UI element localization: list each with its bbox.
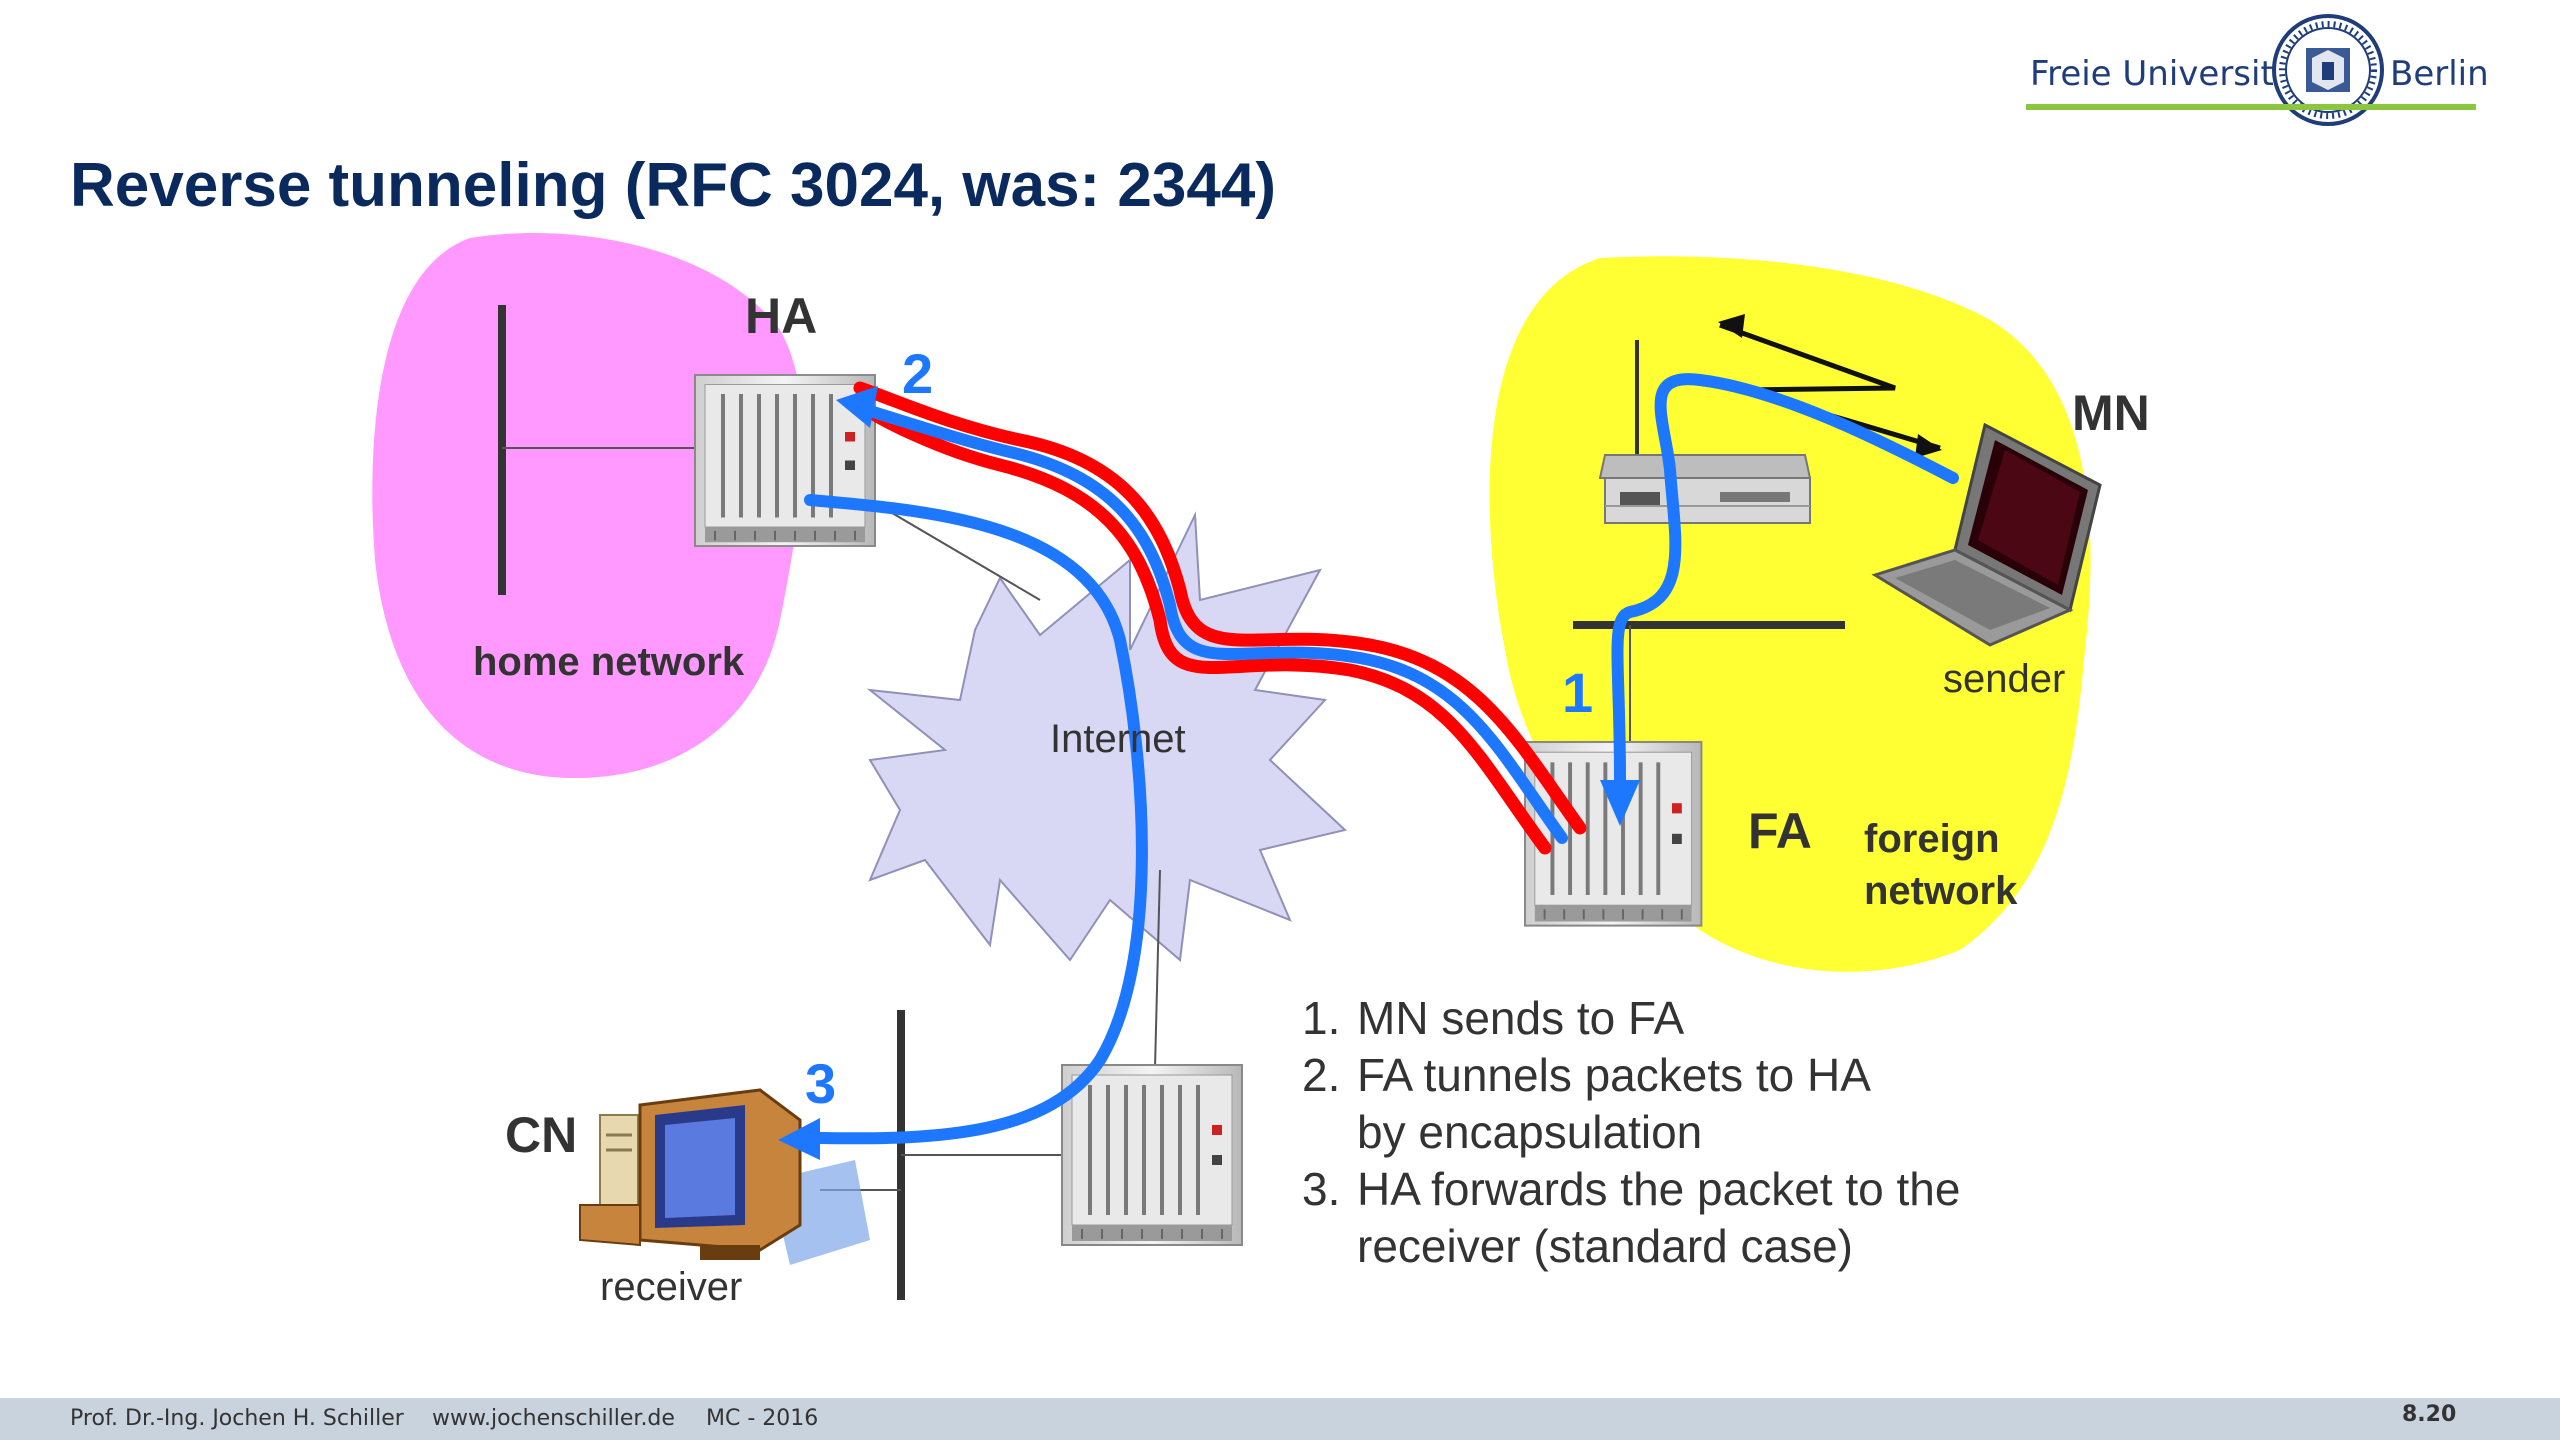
page-number: 8.20 [2402,1402,2457,1427]
step-text: HA forwards the packet to the [1357,1163,1961,1215]
internet-label: Internet [1050,717,1186,761]
step-marker-3: 3 [805,1052,836,1115]
cn-label: CN [505,1107,577,1163]
mn-label: MN [2072,385,2150,441]
router-server-icon [1060,1063,1244,1247]
university-seal-icon [2272,14,2384,126]
home-network-label: home network [473,640,745,684]
ha-label: HA [745,288,817,344]
step-marker-1: 1 [1562,661,1593,724]
step-text: FA tunnels packets to HA [1357,1049,1871,1101]
step-text-continued: receiver (standard case) [1357,1220,1853,1272]
steps-list: 1. MN sends to FA 2. FA tunnels packets … [1302,990,1960,1275]
foreign-network-label-line1: foreign [1864,817,2000,861]
slide-title: Reverse tunneling (RFC 3024, was: 2344) [70,151,1277,220]
logo-text-left: Freie Universität [2030,54,2308,94]
footer-course: MC - 2016 [706,1406,819,1431]
access-point-icon [1598,454,1812,524]
path-ha-to-cn [778,494,1148,1160]
reverse-tunnel [836,381,1587,855]
receiver-label: receiver [600,1265,742,1309]
step-text-continued: by encapsulation [1357,1106,1703,1158]
fa-label: FA [1748,803,1812,859]
step-item-2: 2. FA tunnels packets to HA by encapsula… [1302,1047,1960,1161]
home-network-area [372,232,804,779]
step-number: 1. [1302,992,1341,1044]
step-marker-2: 2 [902,342,933,405]
footer-website: www.jochenschiller.de [432,1406,675,1431]
step-item-3: 3. HA forwards the packet to the receive… [1302,1161,1960,1275]
ha-internet-link [869,499,1041,601]
laptop-icon [1871,422,2102,647]
step-number: 3. [1302,1163,1341,1215]
footer-bar [0,1398,2560,1440]
foreign-network-label-line2: network [1864,869,2018,913]
step-number: 2. [1302,1049,1341,1101]
step-item-1: 1. MN sends to FA [1302,990,1960,1047]
fa-server-icon [1525,742,1701,926]
internet-cloud [866,511,1348,962]
sender-label: sender [1943,657,2065,701]
path-mn-to-fa [1600,373,1959,826]
logo-text-right: Berlin [2390,54,2489,94]
desktop-computer-icon [579,1088,870,1265]
footer-author: Prof. Dr.-Ing. Jochen H. Schiller [70,1406,404,1431]
logo-underline [2026,104,2476,110]
router-internet-link [1154,869,1161,1069]
university-logo: Freie Universität Berlin [2020,12,2489,137]
step-text: MN sends to FA [1357,992,1685,1044]
